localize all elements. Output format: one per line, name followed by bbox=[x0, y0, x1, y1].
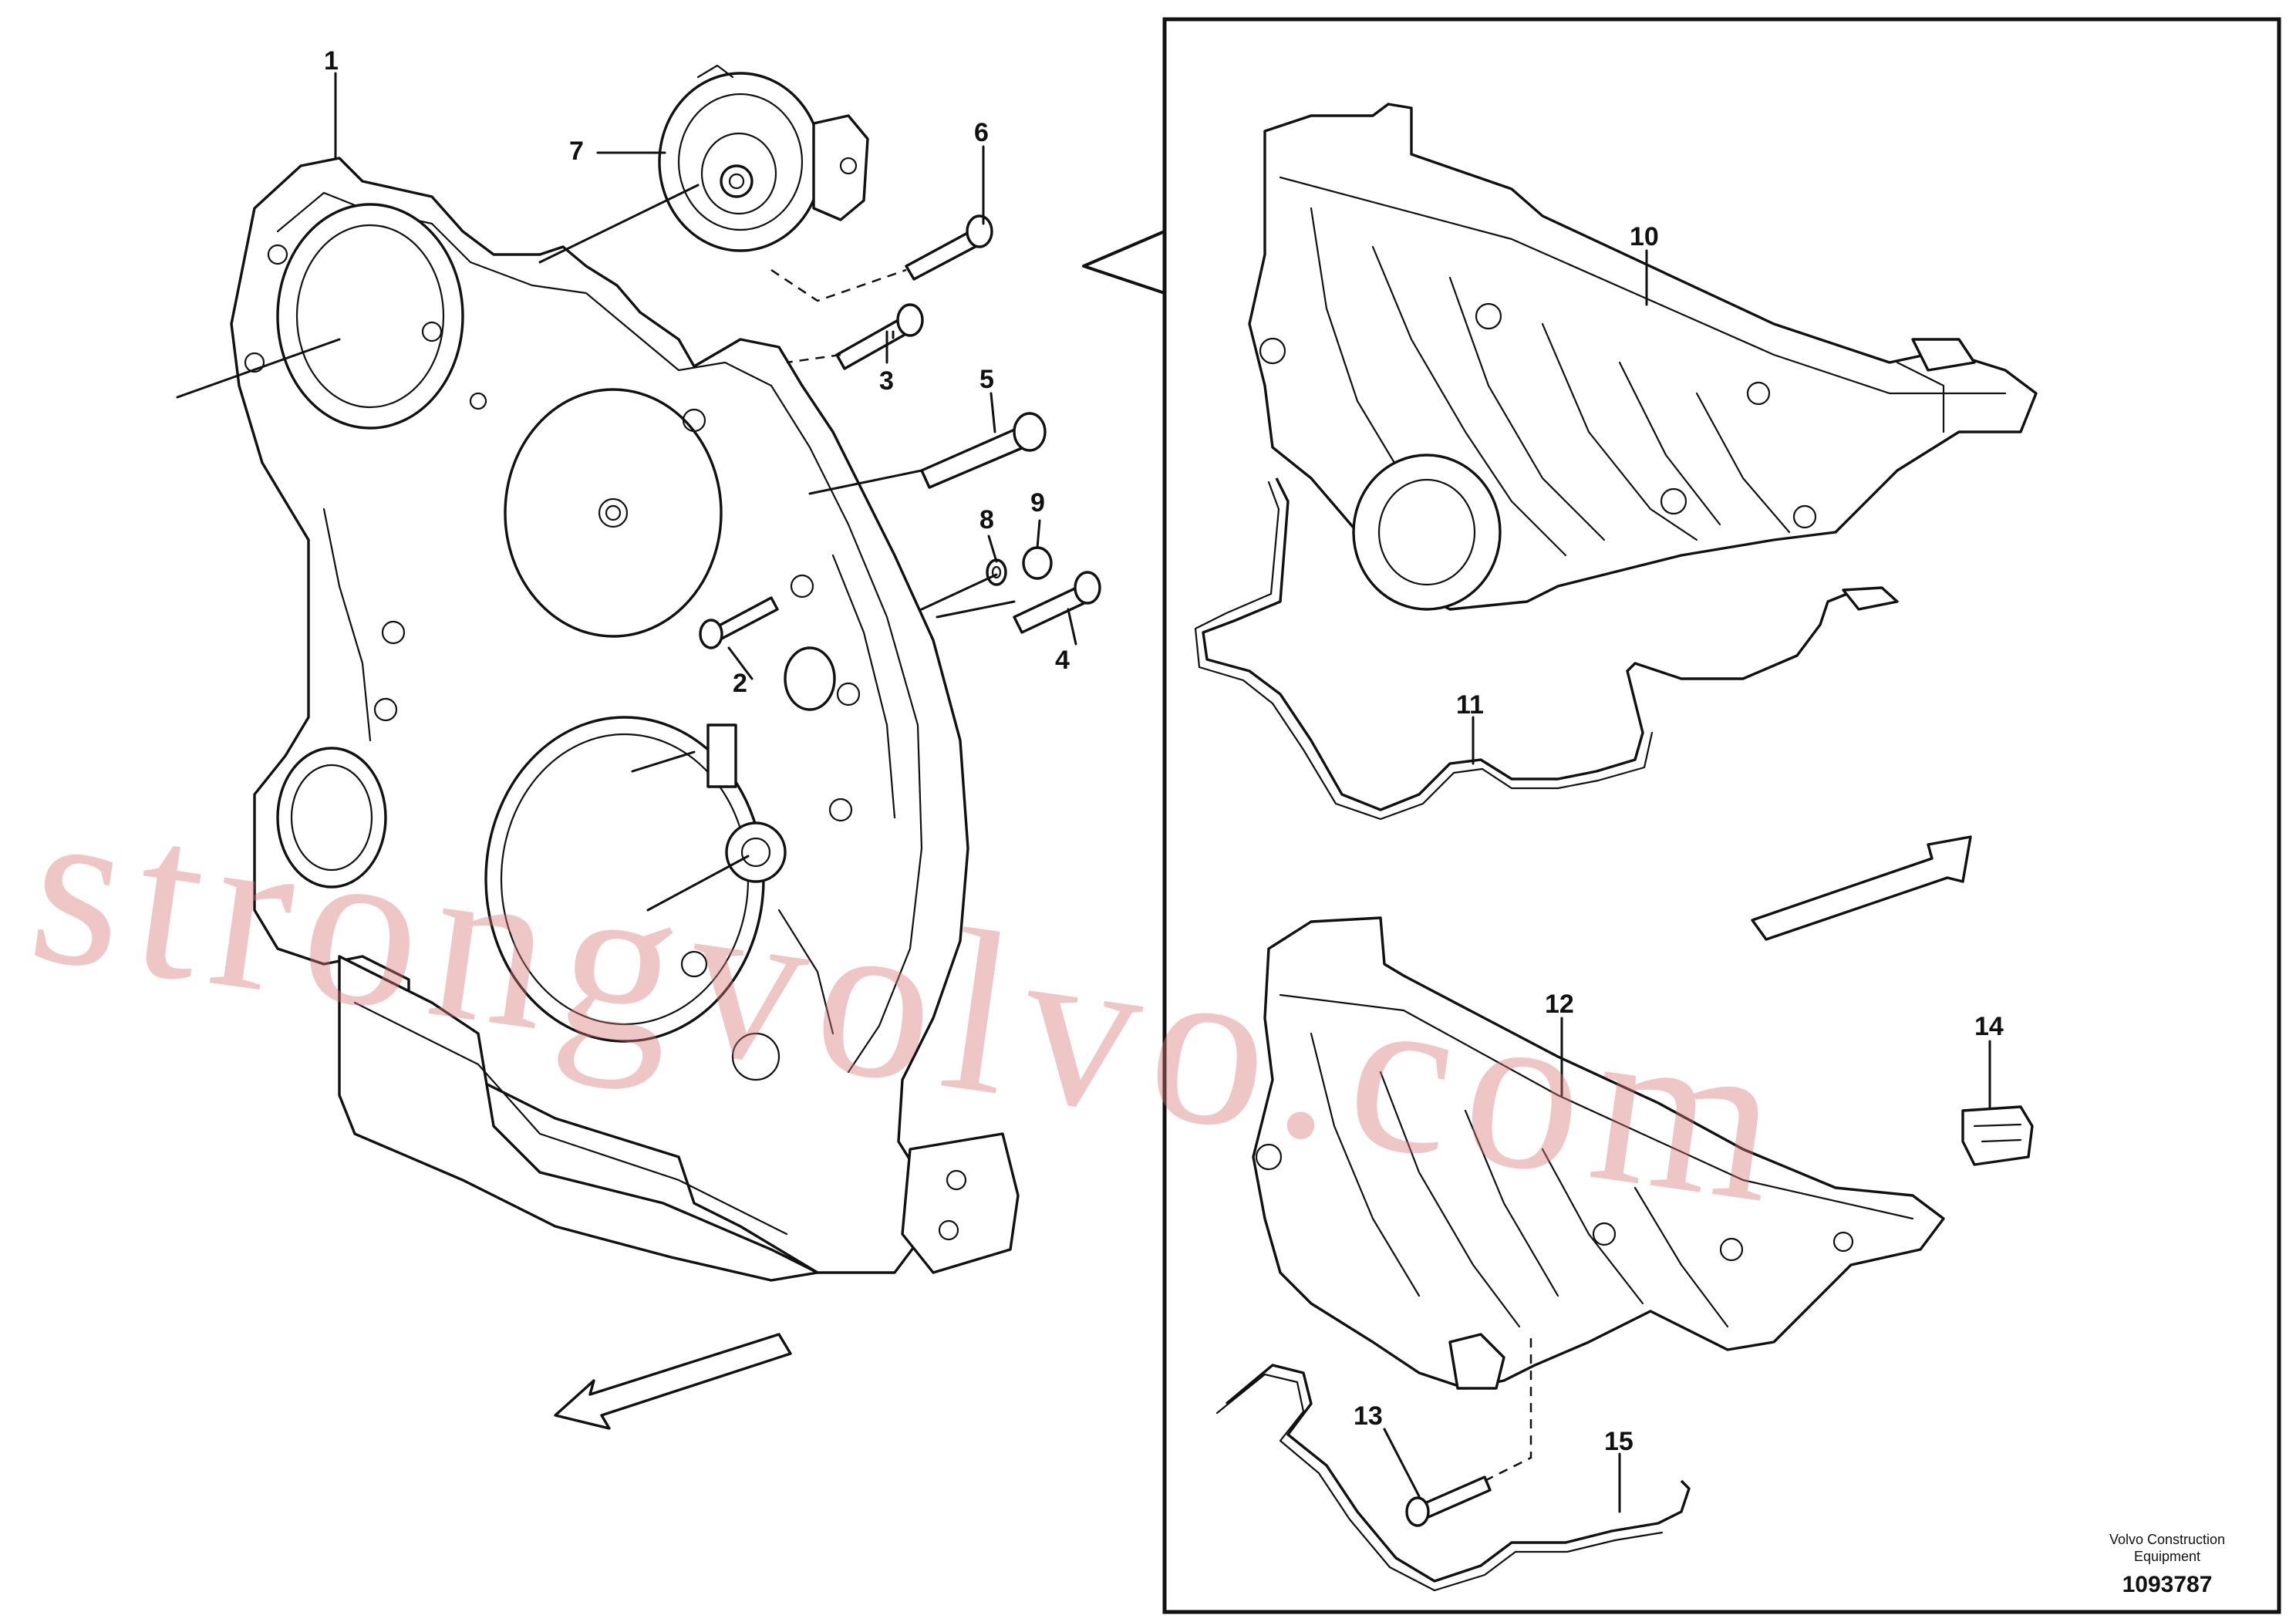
callout-15: 15 bbox=[1604, 1427, 1633, 1456]
housing-12 bbox=[1252, 916, 1945, 1390]
leader-lines-left bbox=[176, 72, 1077, 912]
direction-arrow-left bbox=[554, 1333, 792, 1430]
detail-panel bbox=[1162, 17, 2281, 1614]
gasket-11 bbox=[1202, 477, 1848, 811]
connector-14 bbox=[1961, 1105, 2034, 1166]
sensor-connector bbox=[1842, 586, 1899, 611]
gasket-11-inner bbox=[1194, 481, 1654, 821]
gasket-15-inner bbox=[1215, 1373, 1664, 1592]
callout-14: 14 bbox=[1974, 1012, 2004, 1041]
callout-5: 5 bbox=[979, 365, 994, 394]
document-number: 1093787 bbox=[2122, 1572, 2213, 1597]
detail-pointer bbox=[1082, 230, 1166, 295]
callout-12: 12 bbox=[1545, 990, 1574, 1019]
timing-gear-casing bbox=[230, 157, 1020, 1282]
direction-arrow-right bbox=[1751, 835, 1972, 941]
callout-2: 2 bbox=[733, 669, 747, 698]
leader-lines-right bbox=[1383, 249, 1991, 1513]
callout-4: 4 bbox=[1055, 646, 1070, 675]
callout-8: 8 bbox=[979, 505, 994, 534]
callout-9: 9 bbox=[1030, 488, 1045, 518]
callout-7: 7 bbox=[569, 137, 584, 166]
callout-10: 10 bbox=[1630, 222, 1659, 251]
callout-11: 11 bbox=[1456, 690, 1484, 720]
bolt-13 bbox=[1405, 1475, 1492, 1527]
callout-3: 3 bbox=[879, 366, 894, 396]
housing-10 bbox=[1248, 103, 2038, 611]
cover-7 bbox=[658, 64, 869, 252]
callout-13: 13 bbox=[1354, 1401, 1383, 1431]
callout-6: 6 bbox=[974, 118, 989, 147]
callout-1: 1 bbox=[324, 46, 339, 76]
brand-line-2: Equipment bbox=[2133, 1549, 2201, 1564]
connector-14-detail bbox=[1973, 1123, 2022, 1143]
gasket-15 bbox=[1225, 1364, 1691, 1583]
brand-caption: Volvo Construction Equipment bbox=[2075, 1531, 2260, 1565]
brand-line-1: Volvo Construction bbox=[2109, 1532, 2226, 1547]
